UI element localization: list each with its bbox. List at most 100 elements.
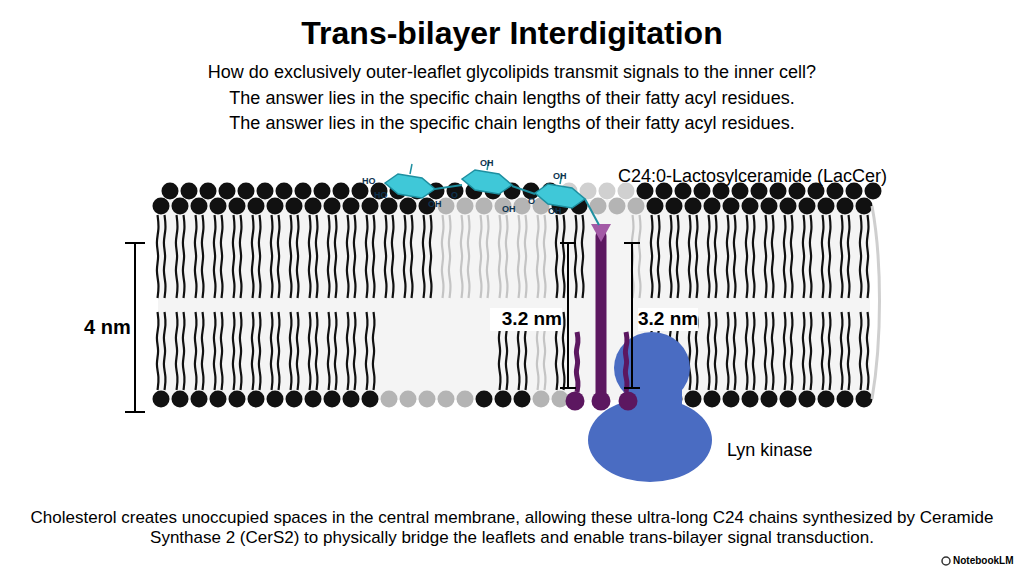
lipid-head: [324, 198, 341, 215]
lipid-tail: [829, 312, 831, 390]
dimension-line: [134, 243, 136, 412]
lipid-tail: [328, 215, 330, 298]
lipid-tail: [689, 215, 691, 298]
lipid-head: [628, 198, 645, 215]
lipid-tail: [518, 215, 520, 298]
lipid-head: [295, 183, 312, 200]
lipid-tail: [772, 215, 774, 298]
molecule-label: C24:0-Lactosylceramide (LacCer): [618, 166, 887, 188]
acyl-chain: [576, 332, 578, 392]
lacCer-head: [619, 392, 638, 411]
lacCer-head: [566, 392, 585, 411]
lipid-tail: [423, 215, 425, 298]
lipid-tail: [392, 215, 394, 298]
lipid-tail: [183, 215, 185, 298]
lipid-tail: [252, 312, 254, 390]
lipid-head: [343, 391, 360, 408]
dimension-tick: [560, 387, 576, 389]
chain-bracket: [560, 243, 576, 388]
dimension-tick: [624, 242, 640, 244]
lipid-head: [685, 391, 702, 408]
lipid-head: [362, 198, 379, 215]
membrane-edge: [872, 206, 880, 399]
lipid-head: [343, 198, 360, 215]
lipid-tail: [803, 312, 805, 390]
lipid-tail: [803, 215, 805, 298]
lipid-head: [400, 391, 417, 408]
lipid-head: [248, 198, 265, 215]
caption: Cholesterol creates unoccupied spaces in…: [10, 508, 1014, 549]
glycosidic-bond: [512, 186, 535, 194]
lipid-tail: [563, 312, 565, 390]
atom-label: OH: [548, 206, 562, 217]
lipid-tail: [354, 215, 356, 298]
lipid-tail: [860, 215, 862, 298]
lipid-tail: [556, 215, 558, 298]
lipid-tail: [214, 215, 216, 298]
lipid-head: [837, 198, 854, 215]
lipid-tail: [822, 215, 824, 298]
lipid-tail: [316, 312, 318, 390]
atom-label: HO: [362, 176, 376, 187]
lipid-head: [229, 391, 246, 408]
lipid-head: [381, 198, 398, 215]
dimension-tick: [560, 242, 576, 244]
lipid-tail: [221, 215, 223, 298]
node-label: Lyn kinase: [727, 440, 812, 462]
atom-label: OH: [428, 199, 442, 210]
lipid-tail: [480, 215, 482, 298]
lipid-tail: [309, 215, 311, 298]
lipid-tail: [461, 215, 463, 298]
lipid-tail: [734, 312, 736, 390]
lipid-tail: [734, 215, 736, 298]
lipid-tail: [784, 215, 786, 298]
lipid-head: [457, 198, 474, 215]
lipid-head: [761, 198, 778, 215]
lipid-tail: [696, 215, 698, 298]
lipid-tail: [233, 312, 235, 390]
lipid-tail: [468, 215, 470, 298]
lipid-head: [438, 391, 455, 408]
lipid-tail: [449, 215, 451, 298]
lipid-tail: [651, 215, 653, 298]
lipid-tail: [727, 312, 729, 390]
lipid-tail: [708, 312, 710, 390]
lipid-head: [153, 198, 170, 215]
lipid-tail: [753, 215, 755, 298]
lipid-head: [381, 391, 398, 408]
lipid-head: [723, 198, 740, 215]
lipid-head: [799, 391, 816, 408]
lipid-head: [533, 391, 550, 408]
lipid-tail: [765, 215, 767, 298]
atom-label: OH: [480, 158, 494, 169]
lipid-tail: [176, 215, 178, 298]
atom-label: HO: [374, 190, 388, 201]
lipid-head: [162, 183, 179, 200]
lipid-head: [457, 391, 474, 408]
lipid-head: [200, 183, 217, 200]
watermark-icon: [942, 557, 950, 565]
dimension-tick: [125, 411, 145, 413]
lipid-tail: [157, 215, 159, 298]
lipid-tail: [347, 215, 349, 298]
lipid-head: [609, 198, 626, 215]
lipid-head: [419, 391, 436, 408]
lipid-head: [837, 391, 854, 408]
lipid-tail: [715, 312, 717, 390]
lipid-tail: [328, 312, 330, 390]
lipid-tail: [195, 215, 197, 298]
lipid-head: [799, 198, 816, 215]
lipid-tail: [183, 312, 185, 390]
lipid-tail: [214, 312, 216, 390]
lipid-tail: [290, 312, 292, 390]
lactose-rings: [385, 160, 599, 225]
lipid-tail: [772, 312, 774, 390]
lipid-tail: [278, 312, 280, 390]
lipid-tail: [727, 215, 729, 298]
lipid-tail: [278, 215, 280, 298]
lipid-tail: [271, 215, 273, 298]
lipid-tail: [848, 312, 850, 390]
